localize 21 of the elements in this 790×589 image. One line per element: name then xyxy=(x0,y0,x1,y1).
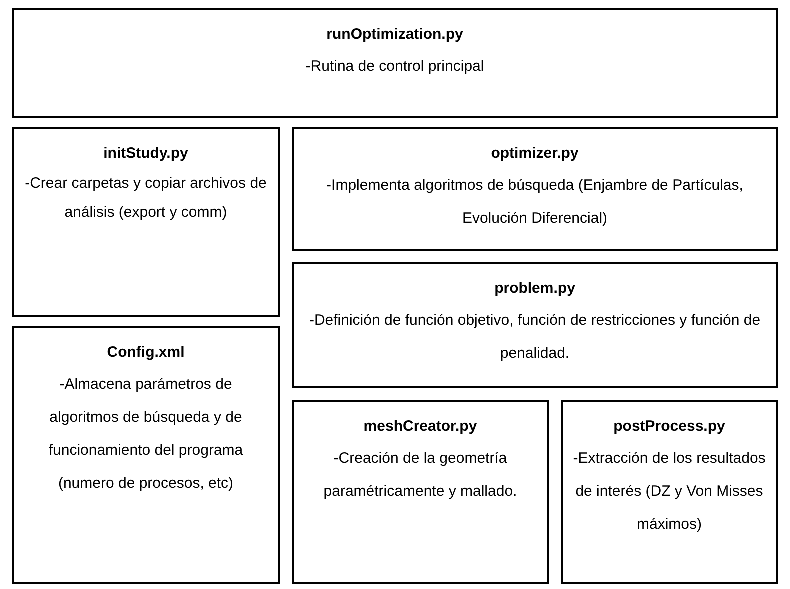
module-box xyxy=(12,127,280,317)
file-name: runOptimization.py xyxy=(326,25,464,45)
module-box xyxy=(12,8,778,118)
description-text: -Definición de función objetivo, función de restricciones y función de penalidad. xyxy=(308,311,762,364)
description-text: -Almacena parámetros de algoritmos de búsqueda y de funcionamiento del programa (numero de procesos, etc) xyxy=(48,375,244,494)
file-name: initStudy.py xyxy=(102,144,190,164)
file-name: problem.py xyxy=(494,279,576,299)
file-name: meshCreator.py xyxy=(362,417,478,437)
file-name: Config.xml xyxy=(106,343,186,363)
description-text: -Extracción de los resultados de interés (DZ y Von Misses máximos) xyxy=(573,449,766,535)
file-name: optimizer.py xyxy=(490,144,580,164)
module-box xyxy=(292,262,778,388)
module-box xyxy=(292,400,549,584)
module-box xyxy=(561,400,778,584)
description-text: -Creación de la geometría paramétricamente y mallado. xyxy=(322,449,518,502)
description-text: -Crear carpetas y copiar archivos de análisis (export y comm) xyxy=(24,174,268,223)
description-text: -Rutina de control principal xyxy=(304,57,486,77)
module-box xyxy=(292,127,778,251)
description-text: -Implementa algoritmos de búsqueda (Enjambre de Partículas, Evolución Diferencial) xyxy=(326,176,744,229)
file-name: postProcess.py xyxy=(612,417,726,437)
module-box xyxy=(12,326,280,584)
